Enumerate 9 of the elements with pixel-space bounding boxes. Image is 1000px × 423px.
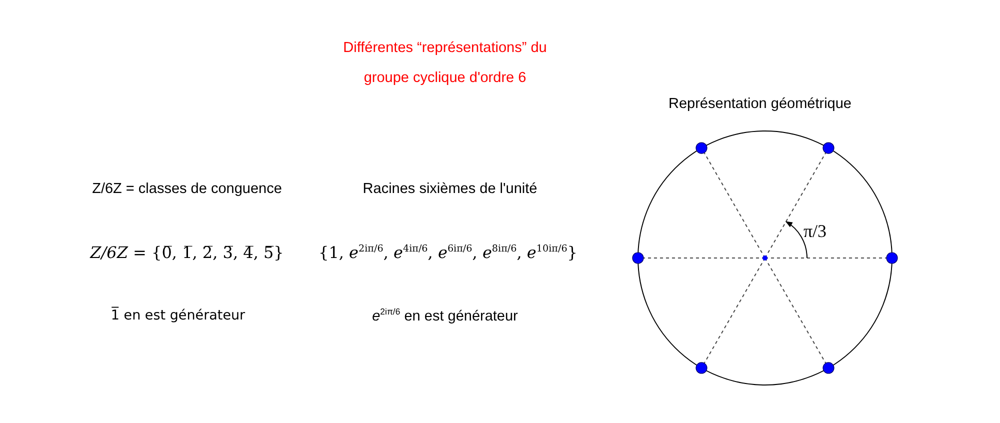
section-heading: Représentation géométrique — [668, 94, 852, 114]
math-formula: Z/6Z = {0̅, 1̅, 2̅, 3̅, 4̅, 5̅} — [90, 243, 284, 263]
angle-label: π/3 — [803, 220, 827, 242]
math-formula: {1, e$^{2iπ/6}$, e$^{4iπ/6}$, e$^{6iπ/6}$, e$^{8iπ/6}$, e$^{10iπ/6}$} — [318, 243, 578, 263]
section-heading: Racines sixièmes de l'unité — [362, 180, 538, 198]
diagram-title: Différentes “représentations” du groupe cyclique d'ordre 6 — [342, 39, 548, 88]
section-heading: Z/6Z = classes de conguence — [92, 180, 282, 198]
note-text: 1̅ en est générateur — [110, 308, 246, 324]
note-text: e$^{2iπ/6}$ en est générateur — [372, 306, 518, 326]
